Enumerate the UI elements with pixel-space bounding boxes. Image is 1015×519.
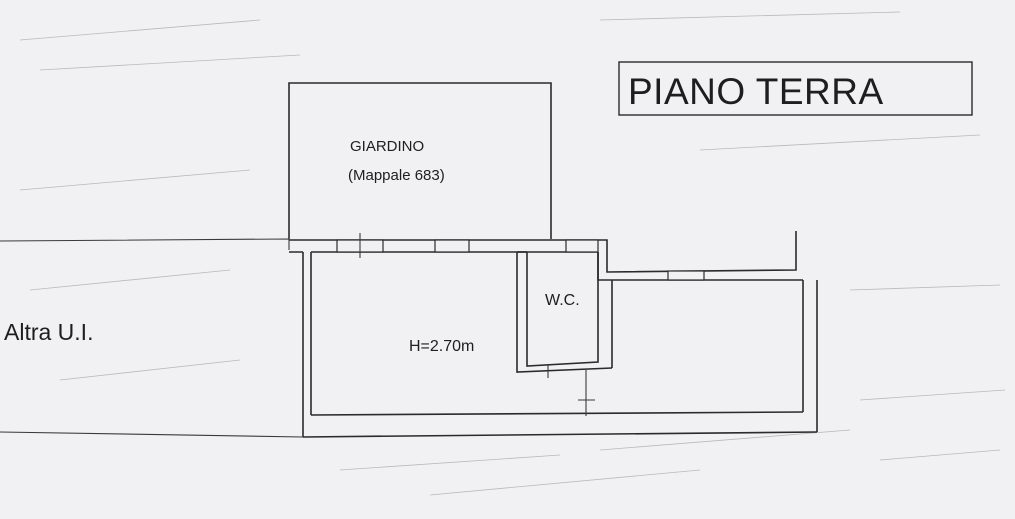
ceiling-height-label: H=2.70m <box>409 338 474 355</box>
unit-walls <box>289 231 818 438</box>
garden-sublabel: (Mappale 683) <box>348 167 445 184</box>
garden-outline <box>288 82 552 239</box>
window-wc <box>565 239 599 253</box>
garden-label: GIARDINO <box>350 138 424 155</box>
window-openings <box>336 233 705 416</box>
wc-label: W.C. <box>545 292 580 309</box>
background-scan-marks <box>19 11 1006 496</box>
window-right <box>667 270 705 281</box>
window-top-middle <box>434 239 470 253</box>
other-unit-label: Altra U.I. <box>4 319 93 345</box>
floor-title-box <box>618 61 973 116</box>
wc-room <box>516 251 613 373</box>
other-unit-outline <box>0 238 304 438</box>
floor-title: PIANO TERRA <box>628 71 884 112</box>
